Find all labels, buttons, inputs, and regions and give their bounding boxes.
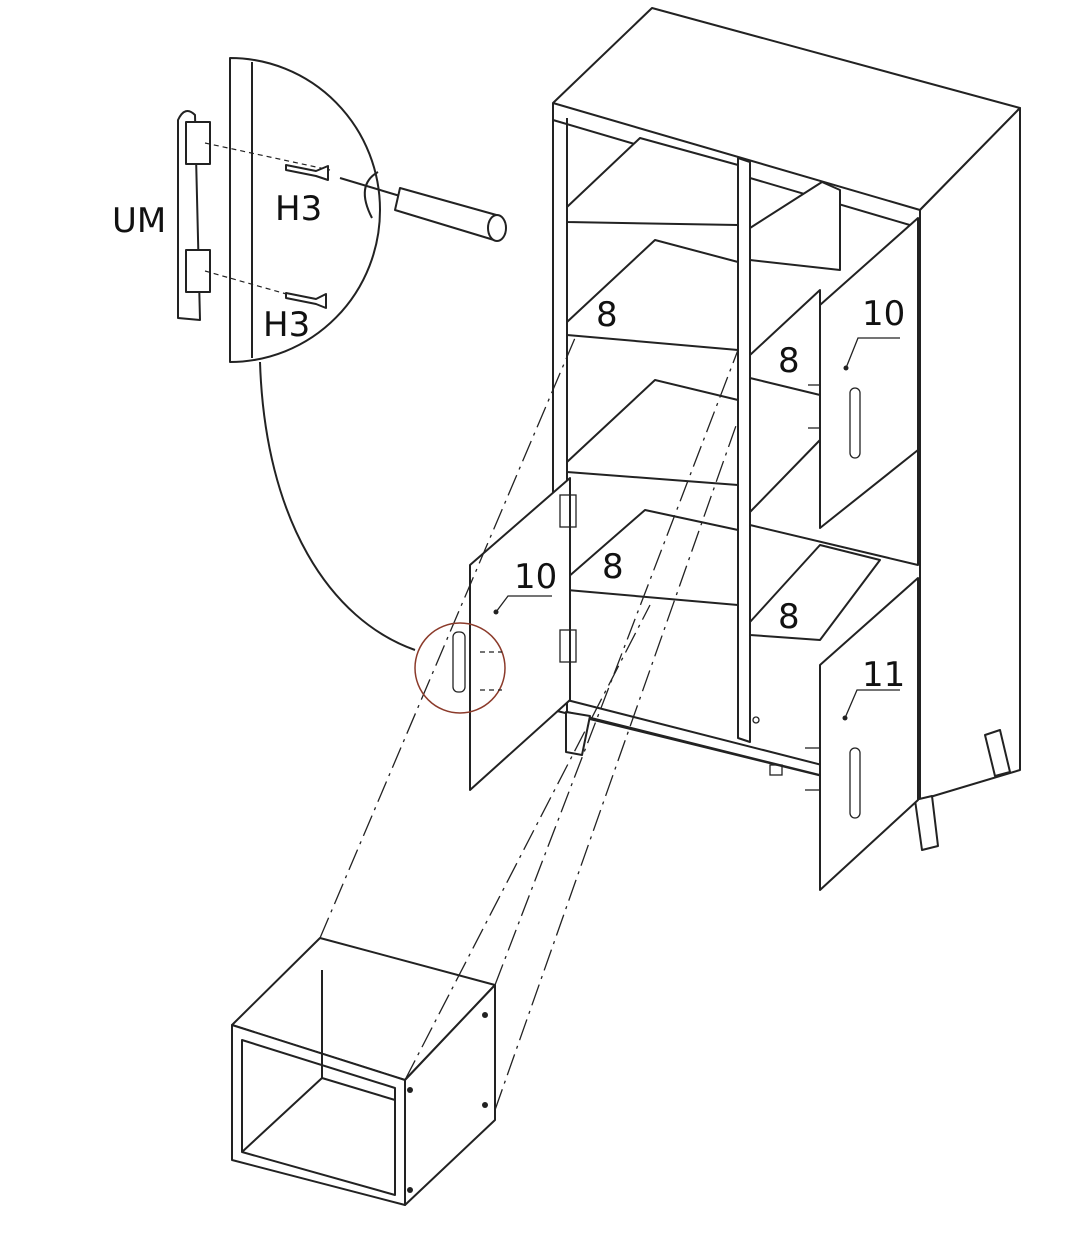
door-upper-right (808, 217, 919, 529)
door-lower-right (805, 577, 919, 891)
leg-back-right (984, 729, 1011, 777)
label-shelf-lower-right: 8 (778, 597, 800, 637)
label-fitting: UM (112, 201, 166, 241)
box-unit (231, 937, 496, 1206)
hinge-icon (559, 494, 577, 528)
label-shelf-upper-right: 8 (778, 341, 800, 381)
label-door-upper-right: 10 (862, 294, 905, 334)
detail-circle (414, 622, 506, 714)
cabinet-right-side (919, 107, 1021, 801)
detail-magnified-view (229, 57, 381, 363)
screw-icon (285, 164, 329, 309)
shelf-top-right (749, 181, 841, 271)
door-left (469, 477, 577, 791)
label-screw-upper: H3 (275, 189, 322, 229)
shelf-8-lower-right (749, 544, 881, 641)
label-door-left: 10 (514, 557, 557, 597)
label-shelf-upper-left: 8 (596, 295, 618, 335)
leg-front-left (565, 711, 591, 756)
label-shelf-lower-left: 8 (602, 547, 624, 587)
middle-divider (737, 157, 751, 743)
handle-icon (849, 387, 861, 459)
hinge-icon (559, 629, 577, 663)
handle-icon (849, 747, 861, 819)
detail-callout (177, 57, 507, 714)
cabinet (552, 7, 1021, 851)
assembly-guide-lines (319, 337, 739, 1111)
screwdriver-icon (339, 171, 507, 242)
label-screw-lower: H3 (263, 305, 310, 345)
shelf-8-lower-left (566, 509, 739, 606)
label-door-lower-right: 11 (862, 655, 905, 695)
shelf-8-upper-left (566, 239, 739, 351)
middle-shelf-left (566, 379, 739, 486)
leg-front-right (914, 795, 939, 851)
shelf-top-left (566, 137, 739, 226)
